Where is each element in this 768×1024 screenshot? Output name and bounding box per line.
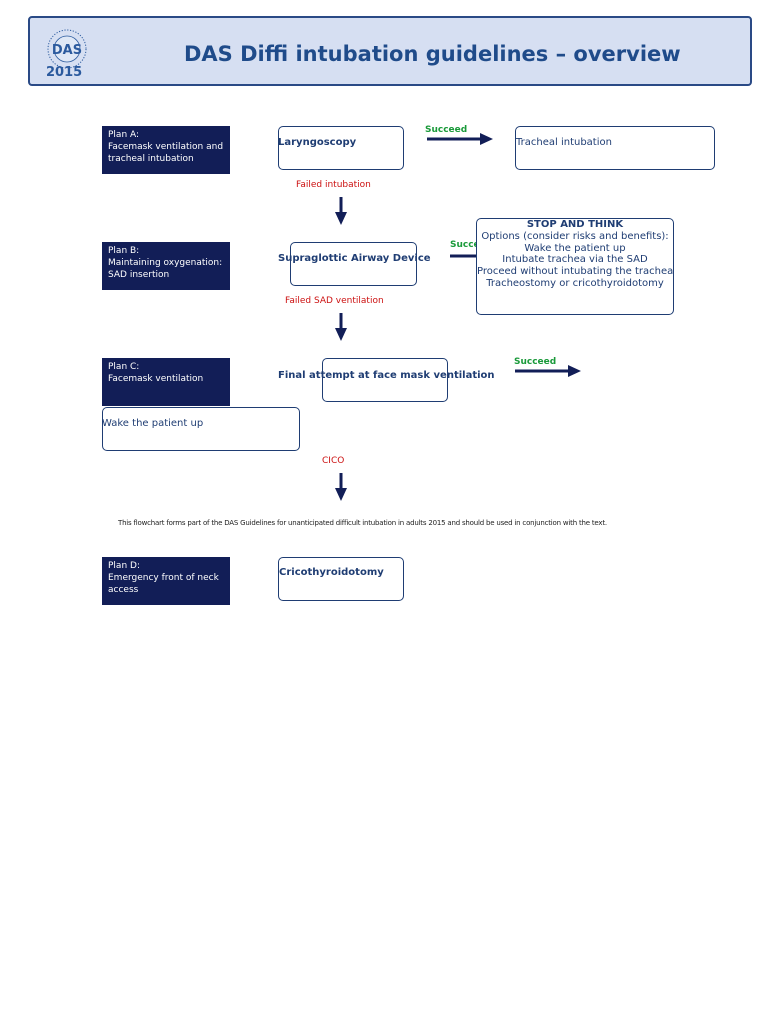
cricothyroidotomy-box — [278, 557, 404, 601]
down-arrow-b-icon — [335, 313, 347, 341]
plan-a-line2: Facemask ventilation and — [108, 142, 224, 152]
succeed-a-label: Succeed — [425, 125, 468, 135]
logo-text: DAS — [52, 43, 82, 58]
logo-year: 2015 — [46, 65, 83, 80]
plan-d-line1: Plan D: — [108, 561, 140, 571]
wake-patient-box — [102, 407, 300, 451]
das-logo-icon: DAS — [47, 29, 87, 69]
plan-d-line2: Emergency front of neck — [108, 573, 219, 583]
succeed-b-label: Succeed — [450, 240, 493, 250]
failed-sad-label: Failed SAD ventilation — [285, 296, 384, 306]
final-attempt-label: Final attempt at face mask ventilation — [278, 370, 495, 381]
stop-option-5: Tracheostomy or cricothyroidotomy — [486, 277, 664, 289]
stop-option-1: Options (consider risks and benefits): — [481, 230, 669, 242]
plan-c-label: Plan C: Facemask ventilation — [102, 358, 230, 406]
laryngoscopy-box — [278, 126, 404, 170]
cico-label: CICO — [322, 456, 345, 466]
plan-c-line2: Facemask ventilation — [108, 374, 204, 384]
stop-and-think-heading: STOP AND THINK — [526, 219, 624, 230]
plan-a-label: Plan A: Facemask ventilation and trachea… — [102, 126, 230, 174]
page-title: DAS Diffi intubation guidelines – overvi… — [184, 42, 681, 66]
plan-b-line2: Maintaining oxygenation: — [108, 258, 223, 268]
plan-b-line1: Plan B: — [108, 246, 140, 256]
succeed-a-arrow-icon — [427, 133, 493, 145]
plan-b-line3: SAD insertion — [108, 270, 170, 280]
sad-box — [290, 242, 417, 286]
plan-d-label: Plan D: Emergency front of neck access — [102, 557, 230, 605]
stop-option-2: Wake the patient up — [524, 242, 626, 254]
stop-option-3: Intubate trachea via the SAD — [502, 254, 648, 266]
wake-patient-label: Wake the patient up — [102, 418, 204, 429]
plan-b-label: Plan B: Maintaining oxygenation: SAD ins… — [102, 242, 230, 290]
tracheal-intubation-label: Tracheal intubation — [516, 137, 612, 148]
cricothyroidotomy-label: Cricothyroidotomy — [279, 567, 384, 578]
final-attempt-box — [322, 358, 448, 402]
stop-option-4: Proceed without intubating the trachea — [477, 266, 674, 278]
laryngoscopy-label: Laryngoscopy — [278, 137, 357, 148]
plan-a-line1: Plan A: — [108, 130, 140, 140]
down-arrow-a-icon — [335, 197, 347, 225]
sad-label: Supraglottic Airway Device — [278, 253, 431, 264]
succeed-c-arrow-icon — [515, 365, 581, 377]
header-banner: DAS 2015 DAS Diffi intubation guidelines… — [28, 16, 752, 86]
stop-and-think-box: STOP AND THINK Options (consider risks a… — [476, 218, 674, 315]
plan-c-line1: Plan C: — [108, 362, 140, 372]
succeed-c-label: Succeed — [514, 357, 557, 367]
tracheal-intubation-box — [515, 126, 715, 170]
failed-intubation-label: Failed intubation — [296, 180, 371, 190]
plan-a-line3: tracheal intubation — [108, 154, 194, 164]
down-arrow-c-icon — [335, 473, 347, 501]
footnote: This flowchart forms part of the DAS Gui… — [118, 519, 607, 527]
plan-d-line3: access — [108, 585, 139, 595]
